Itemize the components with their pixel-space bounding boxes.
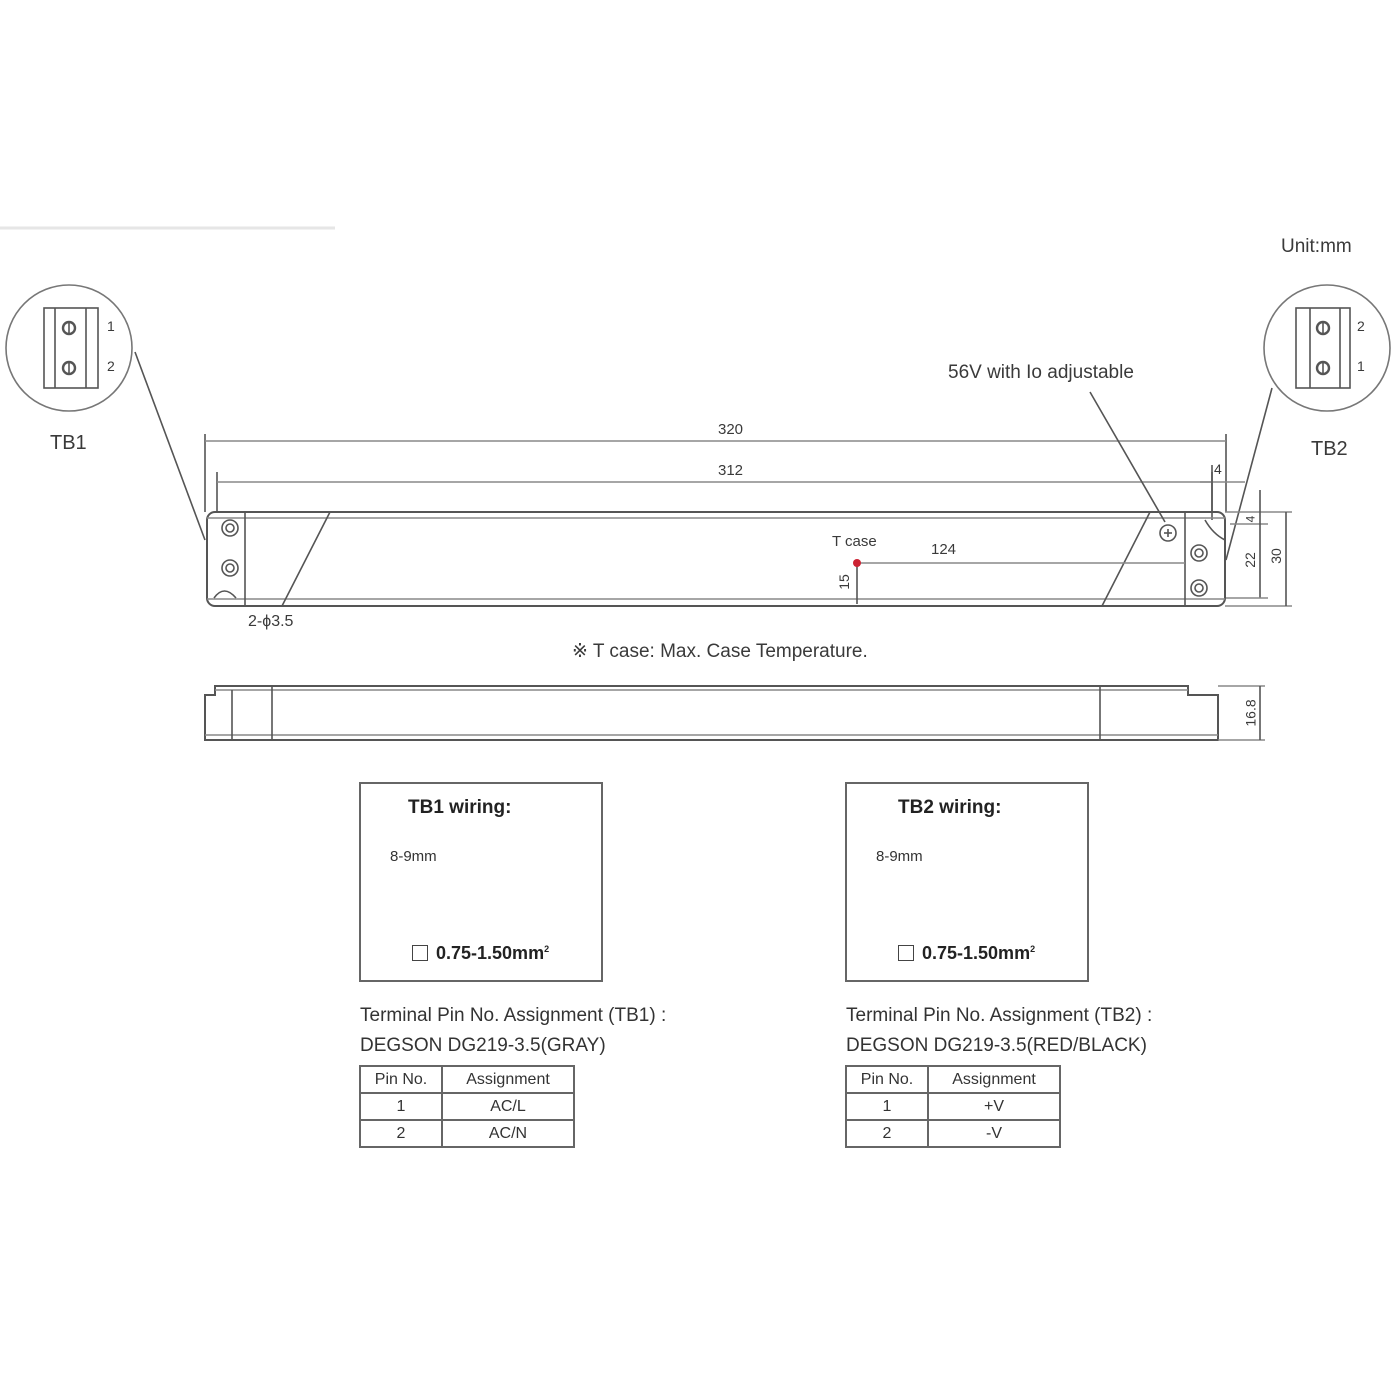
tb2-assignment-title: Terminal Pin No. Assignment (TB2) : DEGS…	[846, 1005, 1153, 1056]
tb2-label: TB2	[1311, 438, 1348, 460]
tb1-wire-gauge: 0.75-1.50mm2	[412, 943, 549, 964]
tb1-detail	[5, 284, 206, 541]
dim-tcase-from-edge: 124	[931, 541, 957, 558]
top-view-body	[206, 391, 1226, 607]
side-view-body	[204, 685, 1265, 741]
tb2-wire-gauge: 0.75-1.50mm2	[898, 943, 1035, 964]
tb2-detail	[1225, 284, 1391, 561]
tcase-marker	[853, 559, 861, 567]
dim-side-height: 16.8	[1242, 699, 1259, 727]
table-header-row: Pin No. Assignment	[359, 1065, 575, 1094]
tb1-label: TB1	[50, 432, 87, 454]
dim-overall-length: 320	[718, 421, 744, 438]
dim-hole-offset-vertical: 4	[1243, 515, 1258, 523]
adjust-callout: 56V with Io adjustable	[948, 362, 1134, 383]
dim-edge-offset: 4	[1214, 461, 1222, 477]
tcase-note: ※ T case: Max. Case Temperature.	[572, 641, 868, 662]
tb1-pin-table: Pin No. Assignment 1 AC/L 2 AC/N	[359, 1065, 575, 1148]
table-row: 2 AC/N	[359, 1119, 575, 1148]
table-row: 2 -V	[845, 1119, 1061, 1148]
tb2-wiring-title: TB2 wiring:	[898, 797, 1002, 818]
tcase-label: T case	[832, 533, 877, 550]
tb1-pin-label: 2	[107, 358, 115, 374]
dim-mount-holes: 2-ϕ3.5	[248, 613, 294, 630]
tb1-wiring-box	[359, 782, 603, 982]
tb2-pin-label: 2	[1357, 318, 1365, 334]
checkbox-icon	[412, 945, 428, 961]
tb1-pin-label: 1	[107, 318, 115, 334]
table-header-row: Pin No. Assignment	[845, 1065, 1061, 1094]
tb1-assignment-title: Terminal Pin No. Assignment (TB1) : DEGS…	[360, 1005, 667, 1056]
tb1-strip-length: 8-9mm	[390, 848, 437, 865]
dim-overall-width: 30	[1267, 548, 1284, 564]
tb2-pin-label: 1	[1357, 358, 1365, 374]
table-row: 1 +V	[845, 1092, 1061, 1121]
dim-tcase-from-bottom: 15	[835, 574, 852, 590]
unit-label: Unit:mm	[1281, 236, 1352, 257]
tb1-wiring-title: TB1 wiring:	[408, 797, 512, 818]
dim-hole-spacing: 312	[718, 462, 744, 479]
checkbox-icon	[898, 945, 914, 961]
tb2-strip-length: 8-9mm	[876, 848, 923, 865]
tb2-wiring-box	[845, 782, 1089, 982]
dim-hole-spacing-vertical: 22	[1241, 552, 1258, 568]
tb2-pin-table: Pin No. Assignment 1 +V 2 -V	[845, 1065, 1061, 1148]
table-row: 1 AC/L	[359, 1092, 575, 1121]
